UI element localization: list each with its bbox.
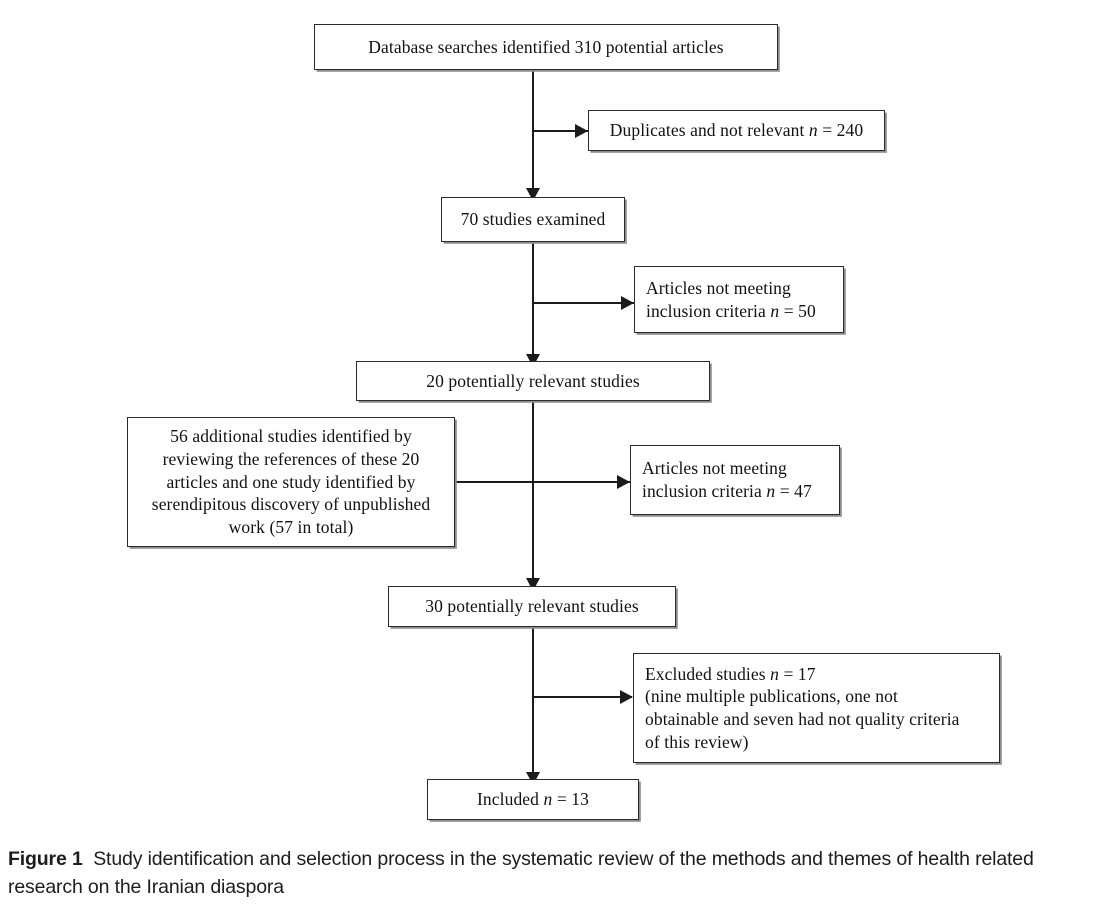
- node-excluded-17-label: Excluded studies n = 17(nine multiple pu…: [645, 663, 960, 752]
- node-excluded-17: Excluded studies n = 17(nine multiple pu…: [633, 653, 1000, 763]
- node-duplicates-label: Duplicates and not relevant n = 240: [609, 120, 864, 141]
- node-examined: 70 studies examined: [441, 197, 625, 242]
- connector-examined-to-excluded1: [532, 302, 634, 304]
- node-relevant-20-label: 20 potentially relevant studies: [426, 370, 640, 391]
- figure-caption-text: Study identification and selection proce…: [8, 848, 1034, 898]
- arrowhead-to-excluded2: [617, 475, 630, 489]
- node-duplicates: Duplicates and not relevant n = 240: [588, 110, 885, 151]
- node-identified-label: Database searches identified 310 potenti…: [368, 36, 724, 57]
- node-relevant-30-label: 30 potentially relevant studies: [425, 596, 639, 617]
- figure-number-label: Figure 1: [8, 848, 83, 870]
- node-identified: Database searches identified 310 potenti…: [314, 24, 778, 70]
- node-relevant-20: 20 potentially relevant studies: [356, 361, 710, 401]
- connector-examined-to-relevant20: [532, 242, 534, 360]
- connector-additional-to-excluded2: [455, 481, 630, 483]
- flowchart-canvas: Database searches identified 310 potenti…: [127, 24, 1000, 820]
- arrowhead-to-excluded3: [620, 690, 633, 704]
- connector-relevant20-to-relevant30: [532, 401, 534, 585]
- node-included-label: Included n = 13: [477, 789, 589, 810]
- arrowhead-to-duplicates: [575, 124, 588, 138]
- connector-identified-to-duplicates: [532, 130, 588, 132]
- arrowhead-to-excluded1: [621, 296, 634, 310]
- node-relevant-30: 30 potentially relevant studies: [388, 586, 676, 627]
- connector-relevant30-to-included: [532, 627, 534, 777]
- node-examined-label: 70 studies examined: [460, 209, 606, 230]
- figure-caption: Figure 1 Study identification and select…: [8, 846, 1104, 901]
- node-included: Included n = 13: [427, 779, 639, 820]
- connector-relevant30-to-excluded3: [532, 696, 632, 698]
